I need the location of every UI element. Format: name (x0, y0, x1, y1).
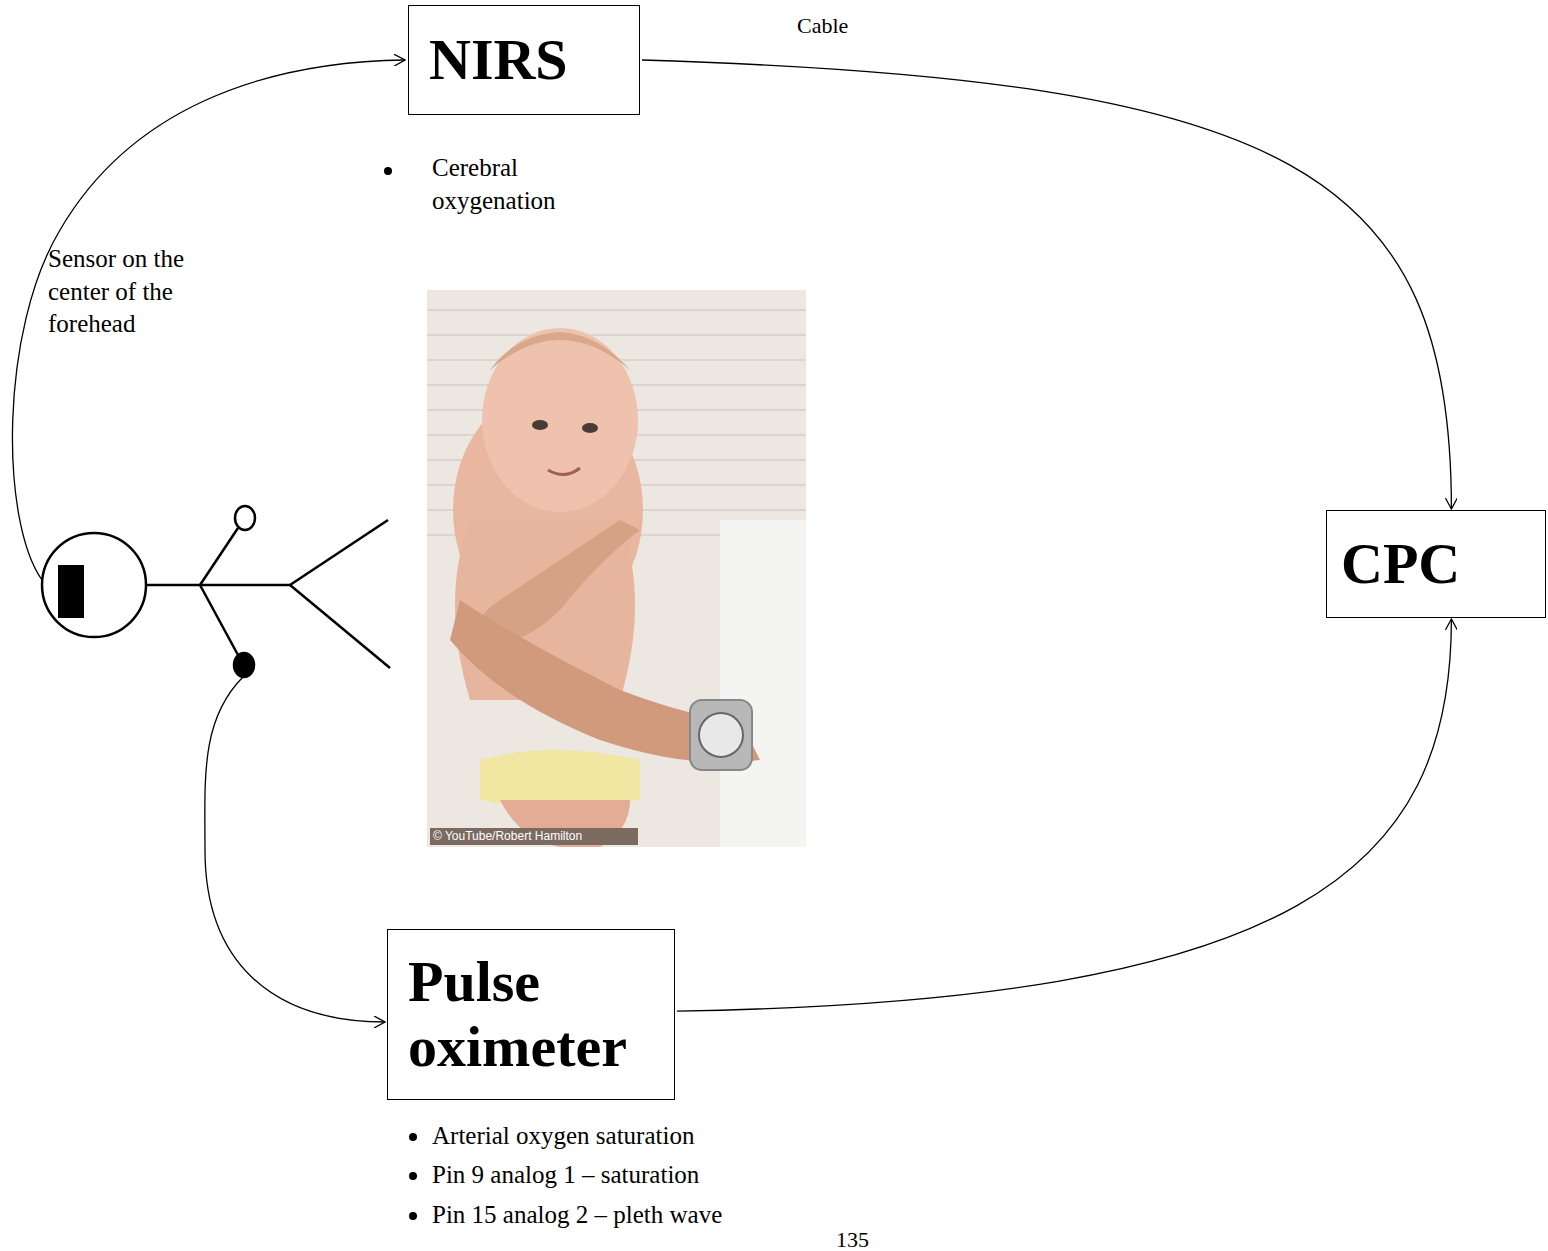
box-title: CPC (1341, 532, 1460, 597)
device-box: CPC (1326, 510, 1546, 618)
box-title: Pulse oximeter (408, 950, 627, 1080)
note-text: Cerebral oxygenation (432, 152, 602, 217)
note-text: Pin 15 analog 2 – pleth wave (432, 1199, 832, 1232)
cable-connector (642, 60, 1451, 509)
note-text: Arterial oxygen saturation (432, 1120, 832, 1153)
baby-photo (427, 290, 806, 847)
note-text: Pin 9 analog 1 – saturation (432, 1159, 832, 1192)
watermark: © YouTube/Robert Hamilton (433, 828, 643, 844)
box-title: NIRS (429, 28, 568, 93)
sensor-symbol (42, 506, 390, 677)
sensor-cable (12, 60, 405, 580)
device-box: Pulse oximeter (387, 929, 675, 1100)
note-text: Sensor on the center of the forehead (48, 243, 223, 341)
sensor-cable (205, 677, 385, 1022)
edge-label: Cable (795, 12, 850, 41)
device-box: NIRS (408, 5, 640, 115)
page-number: 135 (836, 1226, 896, 1251)
cable-connector (677, 619, 1451, 1011)
